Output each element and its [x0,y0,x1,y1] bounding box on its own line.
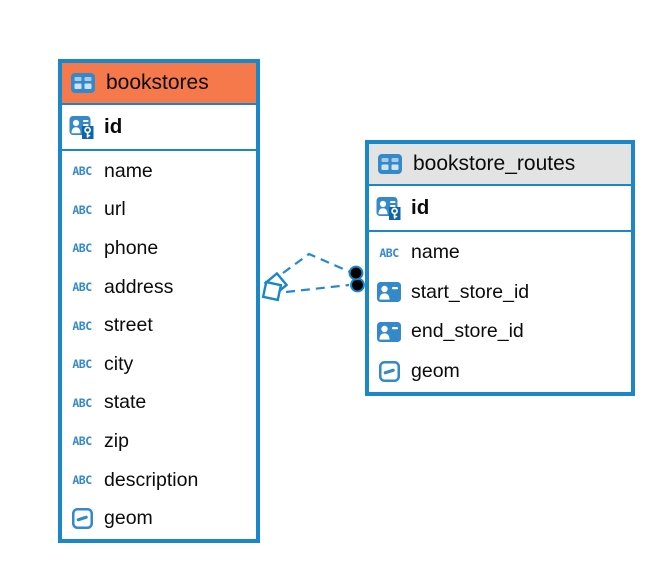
text-icon: ABC [68,164,96,178]
column-name: state [104,391,147,414]
table-icon [69,73,97,93]
column-row-geom[interactable]: geom [369,352,631,392]
column-name: description [104,468,199,491]
column-row-url[interactable]: ABC url [62,191,256,230]
table-title: bookstore_routes [413,152,576,175]
column-name: name [411,241,460,264]
column-row-name[interactable]: ABC name [62,152,256,191]
table-header-bookstore-routes[interactable]: bookstore_routes [369,144,631,186]
foreign-key-icon [375,282,403,303]
text-icon-glyph: ABC [72,395,92,410]
text-icon: ABC [68,473,96,487]
column-name: name [104,159,153,182]
text-icon: ABC [68,434,96,448]
text-icon-glyph: ABC [72,357,92,372]
relation-line-start-store-id[interactable] [282,252,351,274]
column-name: geom [104,507,153,530]
column-row-phone[interactable]: ABC phone [62,229,256,268]
column-row-address[interactable]: ABC address [62,268,256,307]
text-icon-glyph: ABC [72,280,92,295]
text-icon-glyph: ABC [72,241,92,256]
column-row-description[interactable]: ABC description [62,461,256,500]
text-icon-glyph: ABC [72,434,92,449]
column-row-state[interactable]: ABC state [62,384,256,423]
column-name: phone [104,236,159,259]
column-name: geom [411,359,460,382]
column-name: start_store_id [411,280,530,303]
text-icon: ABC [68,280,96,294]
column-name: zip [104,429,129,452]
text-icon: ABC [68,241,96,255]
column-row-id[interactable]: id [369,186,631,232]
primary-key-icon [375,196,403,221]
column-row-street[interactable]: ABC street [62,306,256,345]
column-row-city[interactable]: ABC city [62,345,256,384]
column-row-id[interactable]: id [62,105,256,151]
table-node-bookstore-routes[interactable]: bookstore_routes id ABC name start_store_i… [365,140,635,396]
column-name: city [104,352,134,375]
primary-key-section: id [62,105,256,151]
text-icon-glyph: ABC [72,318,92,333]
text-icon: ABC [68,319,96,333]
text-icon: ABC [375,246,403,260]
text-icon: ABC [68,203,96,217]
text-icon-glyph: ABC [72,164,92,179]
foreign-key-icon [375,321,403,342]
column-row-zip[interactable]: ABC zip [62,422,256,461]
relation-line-end-store-id[interactable] [285,283,350,294]
text-icon: ABC [68,396,96,410]
table-icon [376,154,404,174]
text-icon-glyph: ABC [72,473,92,488]
geometry-icon [375,360,403,382]
column-row-name[interactable]: ABC name [369,233,631,273]
one-side-diamond-marker[interactable] [261,271,289,302]
column-row-geom[interactable]: geom [62,499,256,538]
column-name: id [104,115,123,138]
text-icon-glyph: ABC [72,202,92,217]
column-name: address [104,275,174,298]
table-title: bookstores [106,71,209,94]
primary-key-section: id [369,186,631,232]
column-row-start_store_id[interactable]: start_store_id [369,273,631,313]
text-icon: ABC [68,357,96,371]
column-name: end_store_id [411,320,524,343]
column-name: id [411,196,430,219]
text-icon-glyph: ABC [379,245,399,260]
primary-key-icon [68,115,96,140]
column-name: street [104,314,153,337]
column-row-end_store_id[interactable]: end_store_id [369,312,631,352]
column-name: url [104,198,126,221]
table-header-bookstores[interactable]: bookstores [62,63,256,105]
geometry-icon [68,508,96,530]
many-side-dot-marker[interactable] [348,265,365,293]
